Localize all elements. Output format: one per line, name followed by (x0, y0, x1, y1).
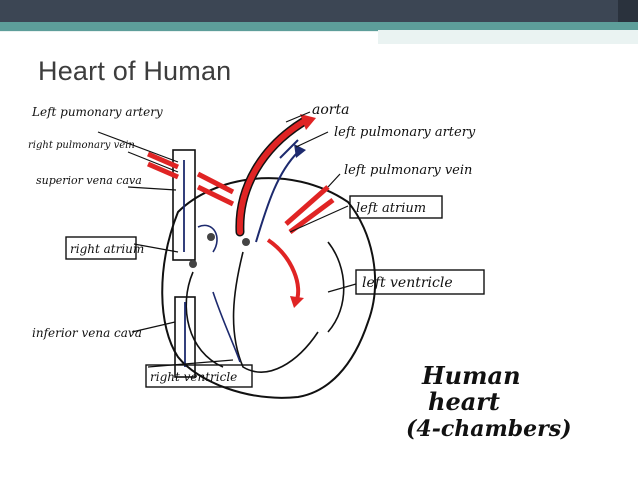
caption-line1: Human (421, 361, 521, 390)
right-atrium-box (65, 236, 137, 260)
aorta-blood (236, 119, 306, 235)
right-pulmonary-vein-1 (147, 151, 179, 170)
pulmonary-artery-arrowhead (294, 144, 306, 158)
heart-diagram: Left pumonary artery right pulmonary vei… (28, 92, 572, 478)
right-pulmonary-vein-4 (196, 184, 235, 207)
left-pulmonary-vein-2 (288, 197, 335, 235)
aorta-arrowhead (300, 114, 316, 130)
heart-diagram-svg: Left pumonary artery right pulmonary vei… (28, 102, 572, 442)
left-ventricle-wall (327, 241, 345, 333)
pulmonary-artery (255, 151, 299, 243)
label-left-atrium: left atrium (356, 201, 426, 216)
right-pulmonary-vein-2 (147, 161, 179, 180)
left-atrium-box (349, 195, 443, 219)
label-right-pulmonary-vein: right pulmonary vein (28, 140, 135, 151)
caption-line3: (4-chambers) (406, 416, 570, 442)
left-pulmonary-vein-1 (284, 185, 330, 226)
label-right-atrium: right atrium (70, 242, 144, 256)
right-ventricle-box (145, 364, 253, 388)
top-bar-cap (618, 0, 638, 22)
accent-stripe (0, 22, 638, 32)
right-ventricle-flow (212, 291, 241, 363)
label-aorta: aorta (312, 102, 349, 118)
label-inferior-vena-cava: inferior vena cava (32, 326, 142, 340)
caption-line2: heart (428, 387, 500, 416)
tricuspid-valve (207, 233, 215, 241)
label-superior-vena-cava: superior vena cava (36, 174, 142, 187)
left-ventricle-flow (266, 238, 301, 303)
accent-line (0, 31, 638, 32)
heart-outline (161, 177, 377, 399)
label-left-pulmonary-artery-right: left pulmonary artery (334, 125, 476, 140)
top-bar (0, 0, 638, 22)
right-ventricle-wall (185, 271, 224, 368)
superior-vena-cava-tube (172, 149, 196, 261)
accent-tab (378, 28, 638, 44)
label-left-pulmonary-vein: left pulmonary vein (344, 163, 472, 178)
left-ventricle-box (355, 269, 485, 295)
mitral-valve (189, 260, 197, 268)
label-left-pulmonary-artery-top: Left pumonary artery (31, 105, 163, 119)
slide-title: Heart of Human (38, 56, 232, 86)
left-pulmonary-artery-branch (279, 139, 299, 159)
leader-lines (97, 111, 357, 368)
septum-line (232, 251, 319, 373)
left-ventricle-flow-arrowhead (290, 296, 304, 308)
right-atrium-flow (197, 224, 218, 253)
inferior-vena-cava-tube (174, 296, 196, 378)
pulmonary-valve (242, 238, 250, 246)
right-pulmonary-vein-3 (196, 171, 235, 195)
label-right-ventricle: right ventricle (150, 370, 237, 384)
label-left-ventricle: left ventricle (362, 275, 453, 291)
